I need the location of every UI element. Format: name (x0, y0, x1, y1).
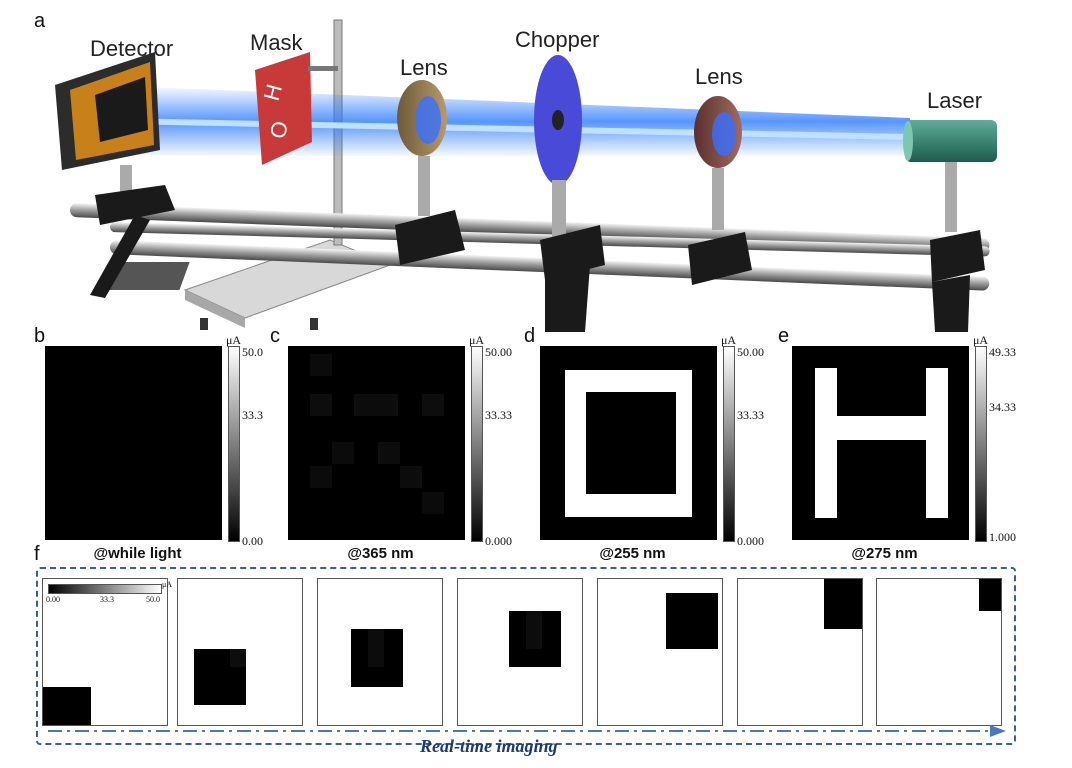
panel-label-d: d (524, 325, 536, 347)
map-275nm-h-pattern (792, 346, 969, 540)
caption-white-light: @while light (93, 545, 182, 562)
svg-text:O: O (265, 118, 294, 141)
colorbar-tick-mid: 33.33 (737, 408, 764, 422)
realtime-dashed-frame (36, 567, 1016, 745)
detector (55, 52, 175, 298)
realtime-frame-2 (177, 578, 303, 726)
colorbar-tick-max: 50.0 (242, 345, 263, 359)
chopper (534, 55, 605, 332)
colorbar (471, 346, 483, 542)
mini-colorbar-tick-min: 0.00 (46, 595, 60, 604)
mini-colorbar (48, 584, 162, 594)
label-lens-2: Lens (695, 64, 743, 89)
panel-label-f: f (34, 543, 40, 565)
panel-label-e: e (778, 325, 790, 347)
label-detector: Detector (90, 36, 174, 61)
colorbar-tick-mid: 33.3 (242, 408, 263, 422)
colorbar-unit: μA (469, 333, 485, 347)
realtime-frame-1 (42, 578, 168, 726)
caption-275nm: @275 nm (851, 545, 918, 562)
colorbar-tick-min: 1.000 (989, 530, 1016, 544)
colorbar-tick-max: 49.33 (989, 345, 1016, 359)
caption-365nm: @365 nm (347, 545, 414, 562)
colorbar-tick-mid: 33.33 (485, 408, 512, 422)
panel-label-c: c (270, 325, 280, 347)
mini-colorbar-unit: μA (162, 580, 173, 589)
laser-beam (100, 85, 910, 158)
realtime-frame-6 (737, 578, 863, 726)
colorbar (723, 346, 735, 542)
realtime-frame-3 (317, 578, 443, 726)
label-mask: Mask (250, 30, 303, 55)
panel-label-b: b (34, 325, 46, 347)
realtime-imaging-label: Real-time imaging (420, 736, 558, 756)
realtime-frame-5 (597, 578, 723, 726)
caption-255nm: @255 nm (599, 545, 666, 562)
colorbar (228, 346, 240, 542)
colorbar-unit: μA (721, 333, 737, 347)
svg-text:H: H (259, 81, 287, 103)
map-255nm-o-pattern (540, 346, 717, 540)
map-white-light (45, 346, 222, 540)
colorbar-unit: μA (226, 333, 242, 347)
mini-colorbar-tick-mid: 33.3 (100, 595, 114, 604)
colorbar-tick-max: 50.00 (485, 345, 512, 359)
label-chopper: Chopper (515, 27, 600, 52)
laser (903, 120, 997, 332)
panel-label-a: a (34, 10, 46, 32)
colorbar-tick-min: 0.000 (737, 534, 764, 548)
colorbar-unit: μA (973, 333, 989, 347)
map-365nm (288, 346, 465, 540)
colorbar (975, 346, 987, 542)
mini-colorbar-tick-max: 50.0 (146, 595, 160, 604)
mask: H O (255, 52, 338, 165)
colorbar-tick-min: 0.000 (485, 534, 512, 548)
time-arrow (48, 725, 1006, 737)
lens-1 (395, 80, 465, 265)
optical-setup-illustration: H O (55, 19, 997, 332)
lens-2 (688, 96, 752, 285)
colorbar-tick-min: 0.00 (242, 534, 263, 548)
colorbar-tick-mid: 34.33 (989, 400, 1016, 414)
realtime-frame-4 (457, 578, 583, 726)
label-laser: Laser (927, 88, 983, 113)
colorbar-tick-max: 50.00 (737, 345, 764, 359)
realtime-frame-7 (876, 578, 1002, 726)
label-lens-1: Lens (400, 55, 448, 80)
